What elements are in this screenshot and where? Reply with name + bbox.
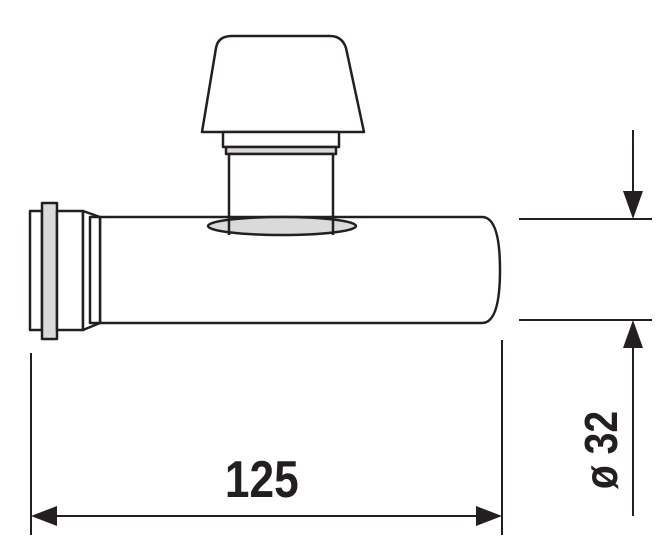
arrow-down-icon xyxy=(623,191,643,219)
arrow-up-icon xyxy=(623,320,643,348)
pipe-opening xyxy=(206,215,358,237)
socket-flange xyxy=(28,209,44,332)
arrow-left-icon xyxy=(31,506,57,526)
socket-seal-ring xyxy=(40,201,59,341)
diameter-label: ø 32 xyxy=(576,411,628,489)
pipe-body xyxy=(100,215,502,325)
valve-collar xyxy=(221,130,341,149)
valve-cap xyxy=(200,34,366,134)
arrow-right-icon xyxy=(476,506,502,526)
length-label: 125 xyxy=(225,451,299,509)
socket-body xyxy=(55,209,85,332)
